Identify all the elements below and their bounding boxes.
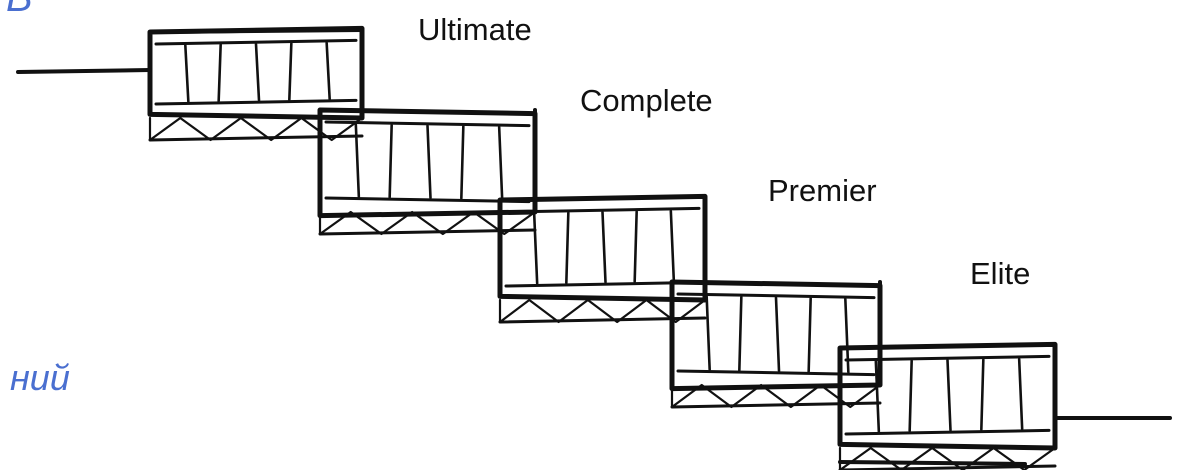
- stair-flight: [497, 193, 708, 324]
- slide-text-fragment-bottom: ний: [10, 357, 70, 398]
- level-label-ultimate: Ultimate: [418, 12, 532, 47]
- level-label-elite: Elite: [970, 256, 1031, 291]
- stair-flight: [837, 341, 1058, 470]
- level-label-premier: Premier: [768, 173, 877, 208]
- stair-flight: [317, 107, 538, 236]
- level-label-complete: Complete: [580, 83, 713, 118]
- slide-text-fragment-top: В: [6, 0, 33, 18]
